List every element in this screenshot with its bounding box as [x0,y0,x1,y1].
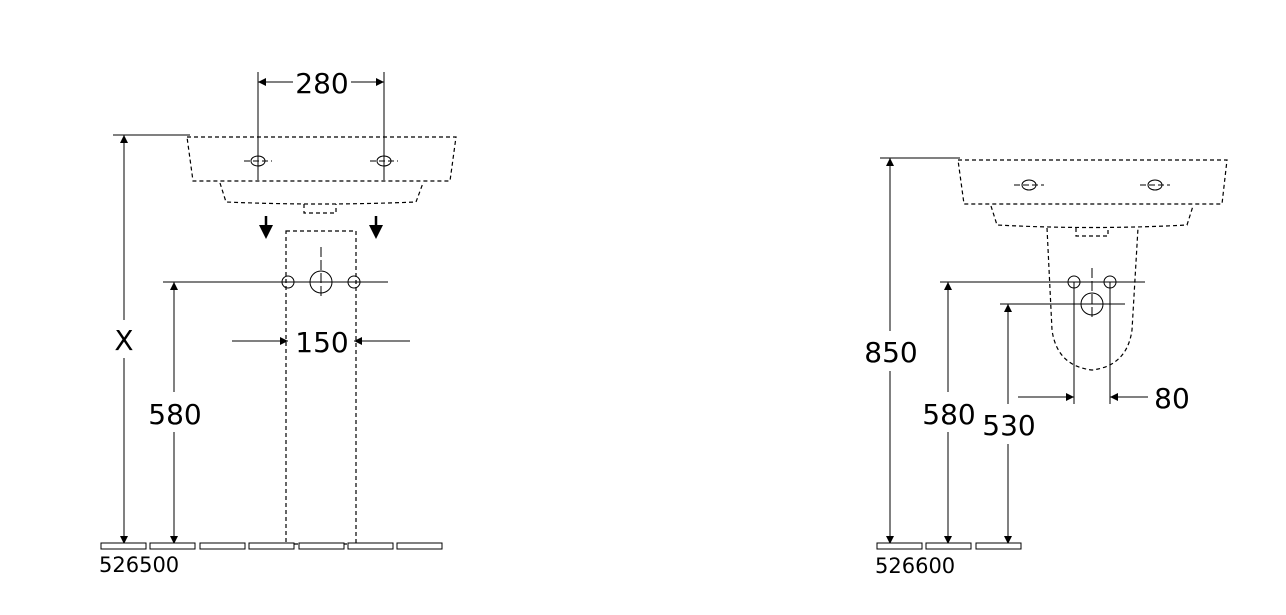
left-dim-height: 580 [148,398,201,431]
left-down-arrow-2 [369,216,383,239]
right-basin-outline [957,159,1228,205]
right-tap-hole-2 [1140,179,1170,191]
right-dim-height-upper: 580 [922,398,975,431]
right-dim-offset: 80 [1154,382,1190,415]
left-product-code: 526500 [99,553,179,577]
left-down-arrow-1 [259,216,273,239]
left-dim-side-spacing: 150 [295,326,348,359]
left-view: 280 150 X 580 [99,67,457,577]
left-pedestal [285,230,357,545]
right-floor [876,542,1022,550]
left-overflow-box [303,204,337,214]
left-dim-hole-spacing: 280 [295,67,348,100]
left-basin-bowl [219,182,424,205]
left-floor [100,542,443,550]
right-product-code: 526600 [875,554,955,578]
right-semi-pedestal [1046,227,1139,371]
left-supply-hole-2 [347,275,361,289]
left-basin-outline [186,136,457,182]
right-dim-height-lower: 530 [982,409,1035,442]
right-view: 80 850 580 530 526600 [864,157,1228,578]
left-dim-height-x: X [114,324,133,357]
right-dim-total-height: 850 [864,336,917,369]
right-basin-bowl [990,205,1194,229]
right-tap-hole-1 [1014,179,1044,191]
left-supply-hole-1 [281,275,295,289]
right-overflow-box [1075,228,1109,237]
